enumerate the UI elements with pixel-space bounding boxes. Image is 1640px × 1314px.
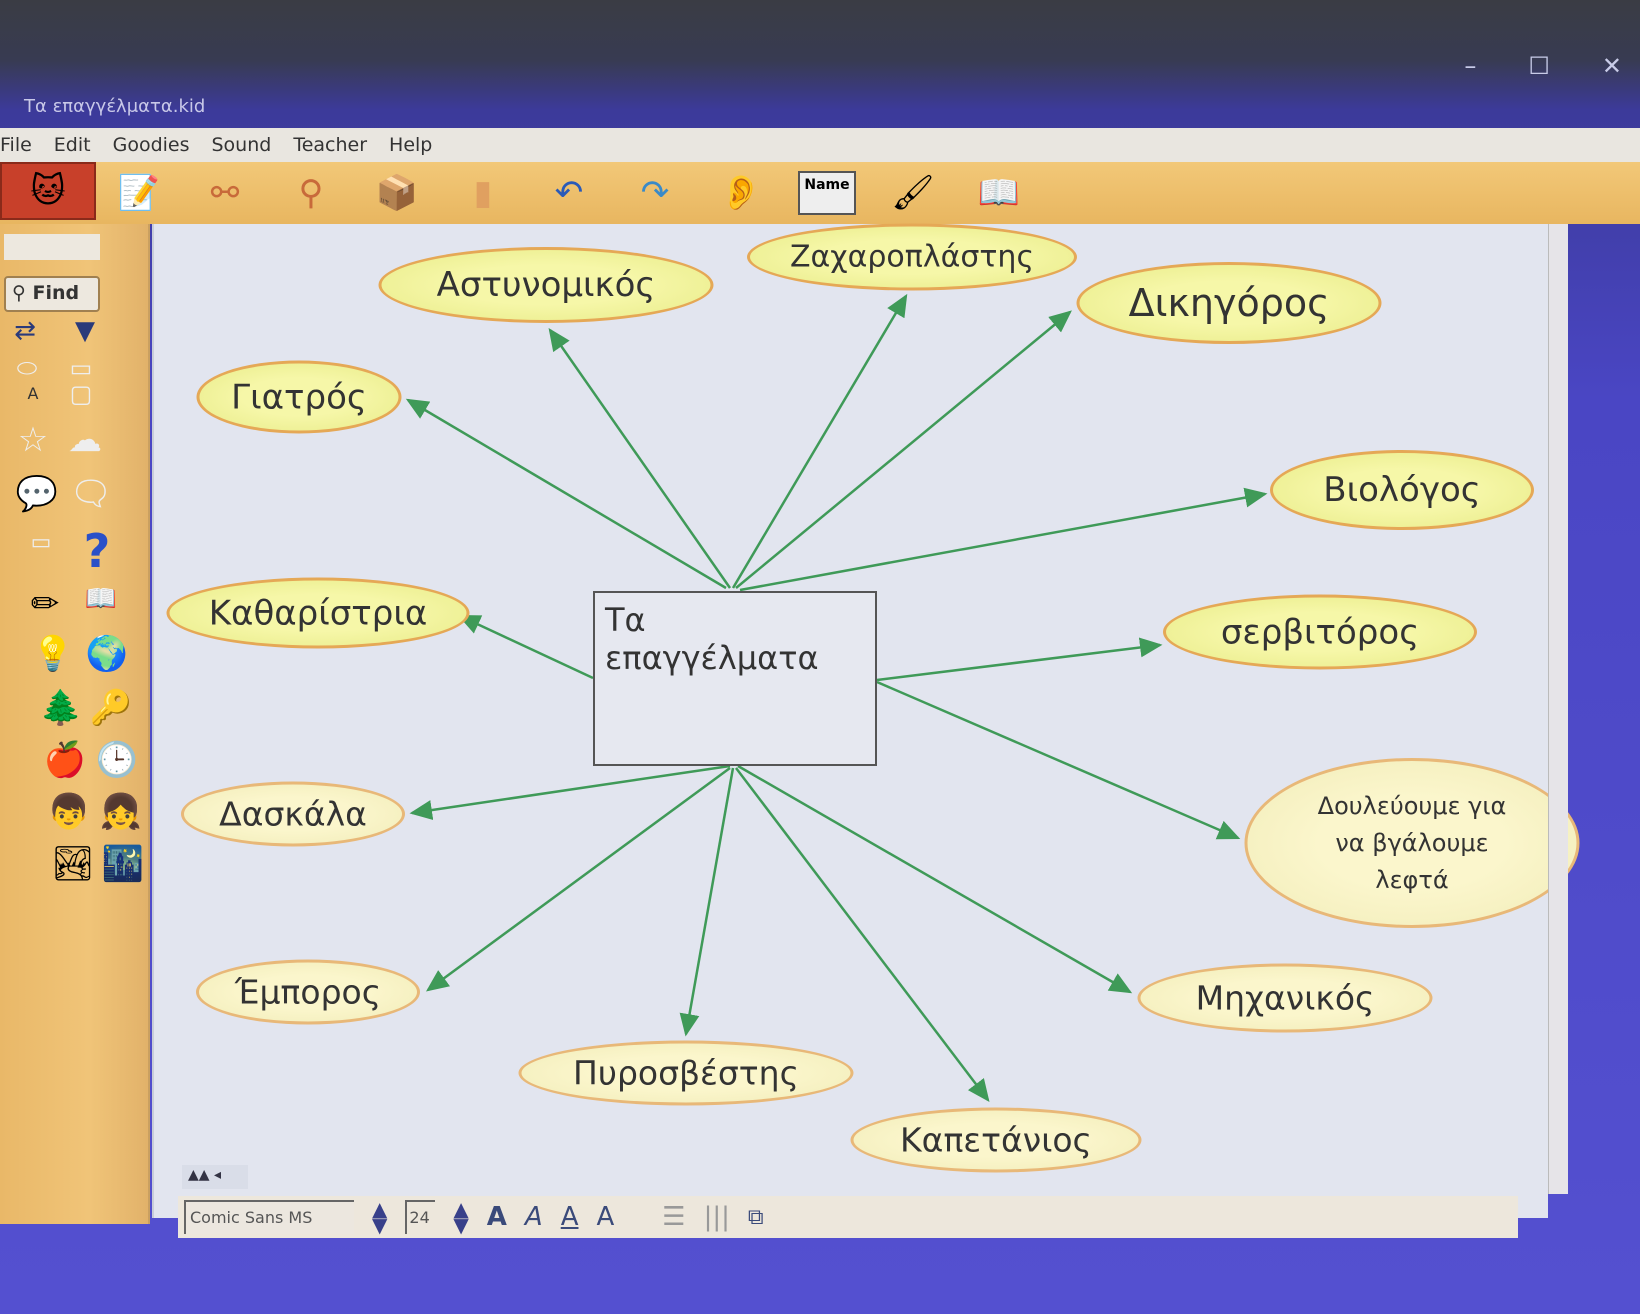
menu-edit[interactable]: Edit (53, 134, 91, 156)
close-button[interactable]: ✕ (1601, 52, 1622, 80)
speech-bubble-icon[interactable]: 💬 (15, 474, 59, 514)
format-toolbar: Comic Sans MS ▲▼ 24 ▲▼ A A A A ☰ ||| ⧉ (178, 1196, 1518, 1238)
font-stepper-icon[interactable]: ▲▼ (372, 1197, 388, 1237)
eraser-icon[interactable]: ▮ (473, 173, 493, 213)
find-button[interactable]: ⚲ Find (4, 276, 100, 312)
rectangle-shape-icon[interactable]: ▭ (69, 354, 93, 382)
symbol-swap-icon[interactable]: ⧉ (747, 1204, 764, 1230)
apple-icon[interactable]: 🍎 (43, 740, 87, 780)
node-astynomikos[interactable]: Αστυνομικός (378, 247, 714, 323)
open-book-icon[interactable]: 📖 (84, 584, 118, 614)
node-kapetanios[interactable]: Καπετάνιος (850, 1107, 1142, 1173)
ear-sound-icon[interactable]: 👂 (719, 173, 763, 213)
menu-help[interactable]: Help (389, 134, 433, 156)
minimize-button[interactable]: – (1464, 52, 1477, 80)
girl-icon[interactable]: 👧 (99, 792, 143, 832)
key-icon[interactable]: 🔑 (89, 688, 133, 728)
main-toolbar: 📝 ⚯ ⚲ 📦 ▮ ↶ ↷ 👂 Name 🖌 📖 (0, 162, 1640, 224)
node-biologos[interactable]: Βιολόγος (1270, 450, 1534, 530)
cloud-icon[interactable]: ☁ (68, 420, 102, 460)
link-icon[interactable]: ⚲ (298, 173, 324, 213)
window-title: Τα επαγγέλματα.kid (24, 96, 206, 117)
node-servitoros[interactable]: σερβιτόρος (1163, 594, 1477, 670)
oval-shape-icon[interactable]: ⬭ (16, 354, 38, 382)
node-daskala[interactable]: Δασκάλα (181, 781, 405, 847)
bold-button[interactable]: A (486, 1202, 507, 1232)
title-bar: Τα επαγγέλματα.kid (0, 88, 1640, 124)
node-pyrosvestis[interactable]: Πυροσβέστης (518, 1040, 854, 1106)
rounded-rect-icon[interactable]: ▢ (69, 380, 93, 408)
menu-sound[interactable]: Sound (211, 134, 272, 156)
globe-icon[interactable]: 🌍 (85, 634, 129, 674)
zoom-scroll-control[interactable]: ▲▲ ◂ (182, 1165, 248, 1189)
text-shape-icon[interactable]: A (27, 384, 39, 403)
clock-icon[interactable]: 🕒 (95, 740, 139, 780)
vertical-scrollbar[interactable] (1548, 224, 1568, 1194)
central-topic-text: Τα επαγγέλματα (605, 601, 819, 677)
find-label: Find (32, 282, 80, 304)
node-katharistria[interactable]: Καθαρίστρια (166, 577, 470, 649)
font-size-field[interactable]: 24 (405, 1200, 436, 1234)
menu-goodies[interactable]: Goodies (112, 134, 190, 156)
columns-icon[interactable]: ||| (703, 1202, 730, 1232)
menu-teacher[interactable]: Teacher (293, 134, 368, 156)
redo-icon[interactable]: ↷ (640, 173, 670, 213)
node-michanikos[interactable]: Μηχανικός (1137, 963, 1433, 1033)
kidspiration-logo-button[interactable]: 🐱 (0, 162, 96, 220)
align-icon[interactable]: ☰ (662, 1202, 686, 1232)
add-link-icon[interactable]: ⚯ (210, 173, 240, 213)
star-icon[interactable]: ☆ (17, 420, 49, 460)
menu-bar: File Edit Goodies Sound Teacher Help (0, 128, 1640, 162)
menu-file[interactable]: File (0, 134, 32, 156)
central-topic[interactable]: Τα επαγγέλματα (593, 591, 877, 766)
size-stepper-icon[interactable]: ▲▼ (453, 1197, 469, 1237)
window-controls: – ☐ ✕ (1464, 52, 1640, 80)
symbol-category-field[interactable] (4, 234, 100, 260)
light-bulb-icon[interactable]: 💡 (31, 634, 75, 674)
undo-icon[interactable]: ↶ (554, 173, 584, 213)
question-mark-icon[interactable]: ? (83, 524, 111, 578)
chevron-down-icon[interactable]: ▼ (75, 316, 95, 346)
text-color-button[interactable]: A (596, 1202, 615, 1232)
symbol-palette: ⚲ Find ⇄ ▼ ⬭ ▭ A ▢ ☆ ☁ 💬 🗨 ▭ ? ✏ 📖 💡 🌍 🌲… (0, 224, 150, 1224)
underline-button[interactable]: A (560, 1202, 579, 1232)
day-landscape-icon[interactable]: 🏞 (51, 844, 95, 884)
node-giatros[interactable]: Γιατρός (196, 360, 402, 434)
thought-bubble-icon[interactable]: 🗨 (69, 474, 113, 514)
node-emporos[interactable]: Έμπορος (196, 959, 420, 1025)
book-magnifier-icon[interactable]: 📖 (977, 173, 1021, 213)
font-select[interactable]: Comic Sans MS (184, 1200, 354, 1234)
node-zacharoplastis[interactable]: Ζαχαροπλάστης (747, 223, 1077, 291)
back-forward-icon[interactable]: ⇄ (14, 316, 36, 346)
italic-button[interactable]: A (524, 1202, 543, 1232)
goodies-box-icon[interactable]: 📦 (375, 173, 419, 213)
tree-icon[interactable]: 🌲 (39, 688, 83, 728)
node-dikigoros[interactable]: Δικηγόρος (1076, 262, 1382, 344)
brush-icon[interactable]: 🖌 (891, 173, 935, 213)
note-view-icon[interactable]: 📝 (117, 173, 161, 213)
night-landscape-icon[interactable]: 🌃 (101, 844, 145, 884)
maximize-button[interactable]: ☐ (1528, 52, 1550, 80)
node-douleuoume[interactable]: Δουλεύουμε για να βγάλουμε λεφτά (1244, 758, 1580, 928)
banner-icon[interactable]: ▭ (30, 530, 52, 555)
name-icon[interactable]: Name (798, 171, 856, 215)
boy-icon[interactable]: 👦 (47, 792, 91, 832)
pencil-icon[interactable]: ✏ (30, 584, 60, 624)
